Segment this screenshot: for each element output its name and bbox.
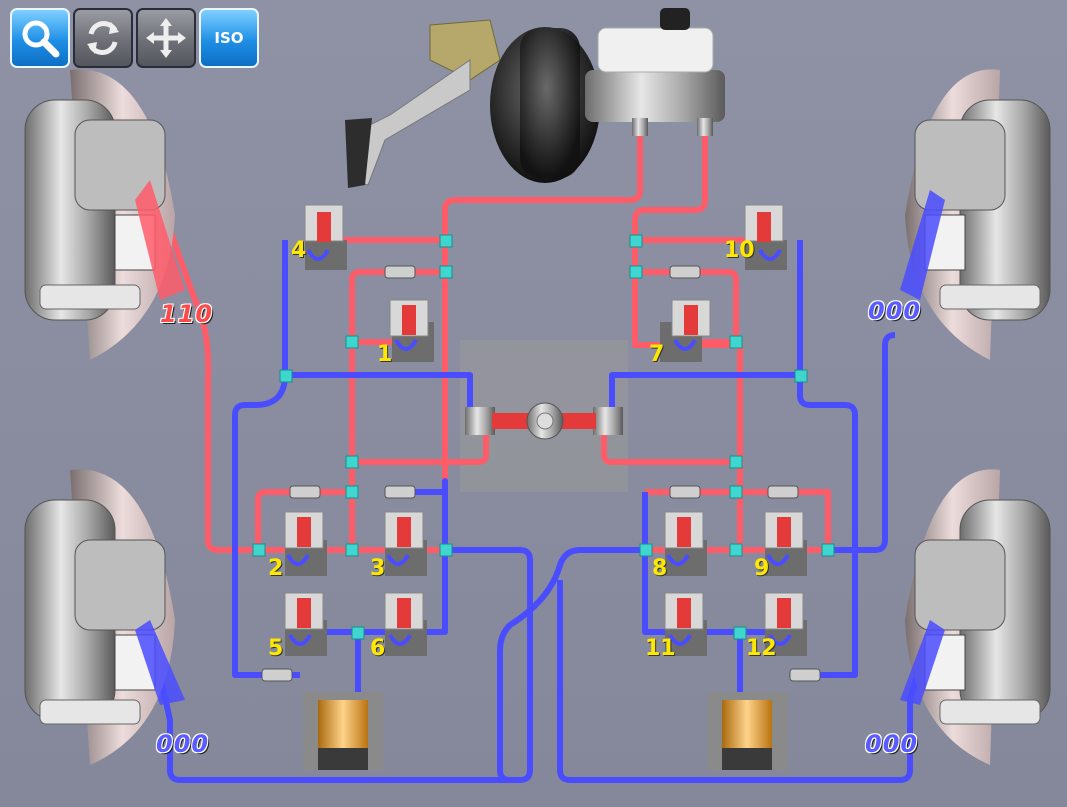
valve-label-8: 8 bbox=[652, 556, 667, 581]
valve-label-6: 6 bbox=[370, 636, 385, 661]
front-left-readout: 110 bbox=[160, 300, 213, 328]
shuttle-modulator bbox=[465, 403, 623, 439]
accumulator-left bbox=[303, 692, 383, 770]
front-right-readout: 000 bbox=[868, 297, 921, 325]
magnifier-icon bbox=[18, 16, 62, 60]
valve-8 bbox=[665, 512, 707, 576]
rotate-button[interactable] bbox=[73, 8, 133, 68]
accumulator-right bbox=[708, 692, 788, 770]
valve-4 bbox=[305, 205, 347, 270]
valve-2 bbox=[285, 512, 327, 576]
master-cylinder-assembly bbox=[345, 8, 725, 188]
pan-button[interactable] bbox=[136, 8, 196, 68]
valve-label-5: 5 bbox=[268, 636, 283, 661]
iso-view-icon: ISO bbox=[214, 29, 243, 47]
view-toolbar: ISO bbox=[10, 8, 259, 68]
rear-right-readout: 000 bbox=[865, 730, 918, 758]
iso-view-button[interactable]: ISO bbox=[199, 8, 259, 68]
return-lines bbox=[150, 240, 930, 780]
valve-label-1: 1 bbox=[377, 342, 392, 367]
valve-9 bbox=[765, 512, 807, 576]
move-arrows-icon bbox=[144, 16, 188, 60]
valve-6 bbox=[385, 593, 427, 656]
valve-label-12: 12 bbox=[746, 636, 777, 661]
valve-7 bbox=[660, 300, 710, 362]
valve-label-11: 11 bbox=[645, 636, 676, 661]
valve-label-4: 4 bbox=[291, 238, 306, 263]
valve-label-7: 7 bbox=[649, 342, 664, 367]
zoom-button[interactable] bbox=[10, 8, 70, 68]
valve-3 bbox=[385, 512, 427, 576]
valve-label-9: 9 bbox=[754, 556, 769, 581]
wheel-rear-right[interactable] bbox=[900, 469, 1050, 765]
valve-label-2: 2 bbox=[268, 556, 283, 581]
rotate-icon bbox=[81, 16, 125, 60]
valve-5 bbox=[285, 593, 327, 656]
wheel-rear-left[interactable] bbox=[25, 469, 185, 765]
valve-label-3: 3 bbox=[370, 556, 385, 581]
rear-left-readout: 000 bbox=[156, 730, 209, 758]
wheel-front-right[interactable] bbox=[900, 69, 1050, 360]
valve-1 bbox=[390, 300, 434, 362]
valve-label-10: 10 bbox=[724, 238, 755, 263]
